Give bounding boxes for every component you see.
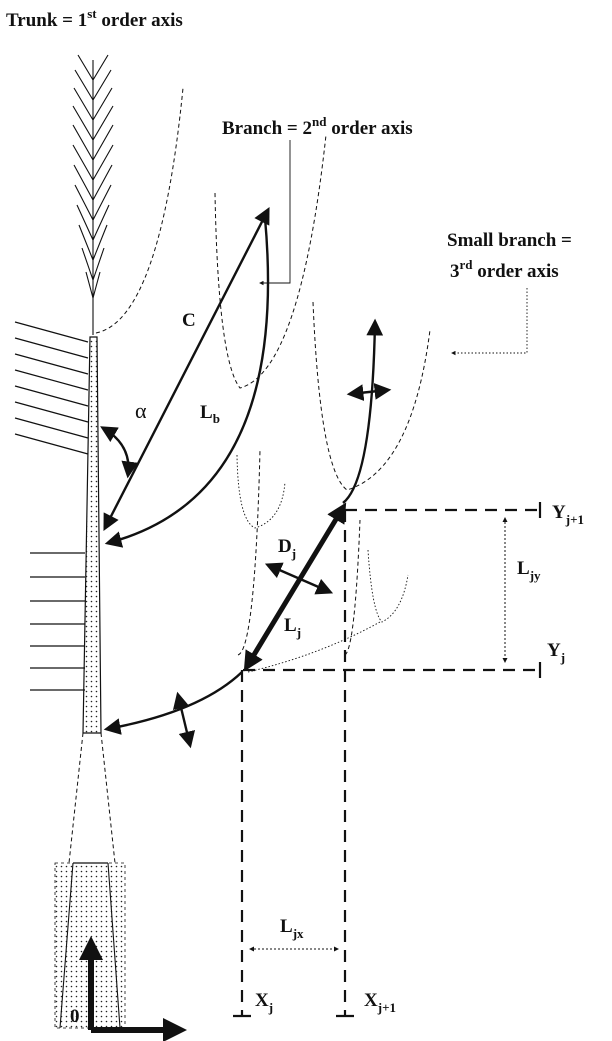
small-branch-label-line1: Small branch = [447,230,572,251]
trunk-side-branches-upper [14,321,89,455]
origin-axes [79,936,187,1041]
x-j-plus-1-label: Xj+1 [364,990,396,1015]
branch-arc-lb [104,217,270,548]
diameter-dj-label: Dj [278,536,296,561]
projection-lines [240,508,540,1015]
angle-alpha-label: α [135,398,147,423]
segment-lj-arrow [243,502,347,672]
trunk-label: Trunk = 1st order axis [6,6,183,31]
y-j-plus-1-label: Yj+1 [552,502,584,527]
branch-length-label: Lb [200,402,220,426]
ljx-label: Ljx [280,916,304,941]
small-branch-label-line2: 3rd order axis [450,257,559,282]
trunk-side-branches-lower [30,552,85,691]
upper-width-arrow [346,383,392,401]
branch-label-pointer [259,140,291,286]
origin-label: 0 [70,1006,80,1027]
branch-chord-and-arc [100,207,270,548]
segment-lj-label: Lj [284,615,301,640]
chord-c-arrow [103,207,270,531]
lower-branch-segment [103,671,243,735]
y-j-label: Yj [547,640,565,665]
projection-end-ticks [233,502,542,1018]
upper-branch-segment [342,318,384,504]
diameter-dj-arrow [264,562,334,595]
small-branch-label-pointer [451,288,528,356]
foliage-outlines [95,87,431,656]
ljy-label: Ljy [517,558,541,583]
x-j-label: Xj [255,990,273,1015]
trunk-tip-needles [72,54,114,335]
angle-alpha-arc [100,426,139,479]
branch-label: Branch = 2nd order axis [222,114,413,139]
lower-width-arrow [172,691,196,749]
chord-c-label: C [182,310,196,331]
branch-segments [103,318,392,749]
trunk [54,336,126,1029]
